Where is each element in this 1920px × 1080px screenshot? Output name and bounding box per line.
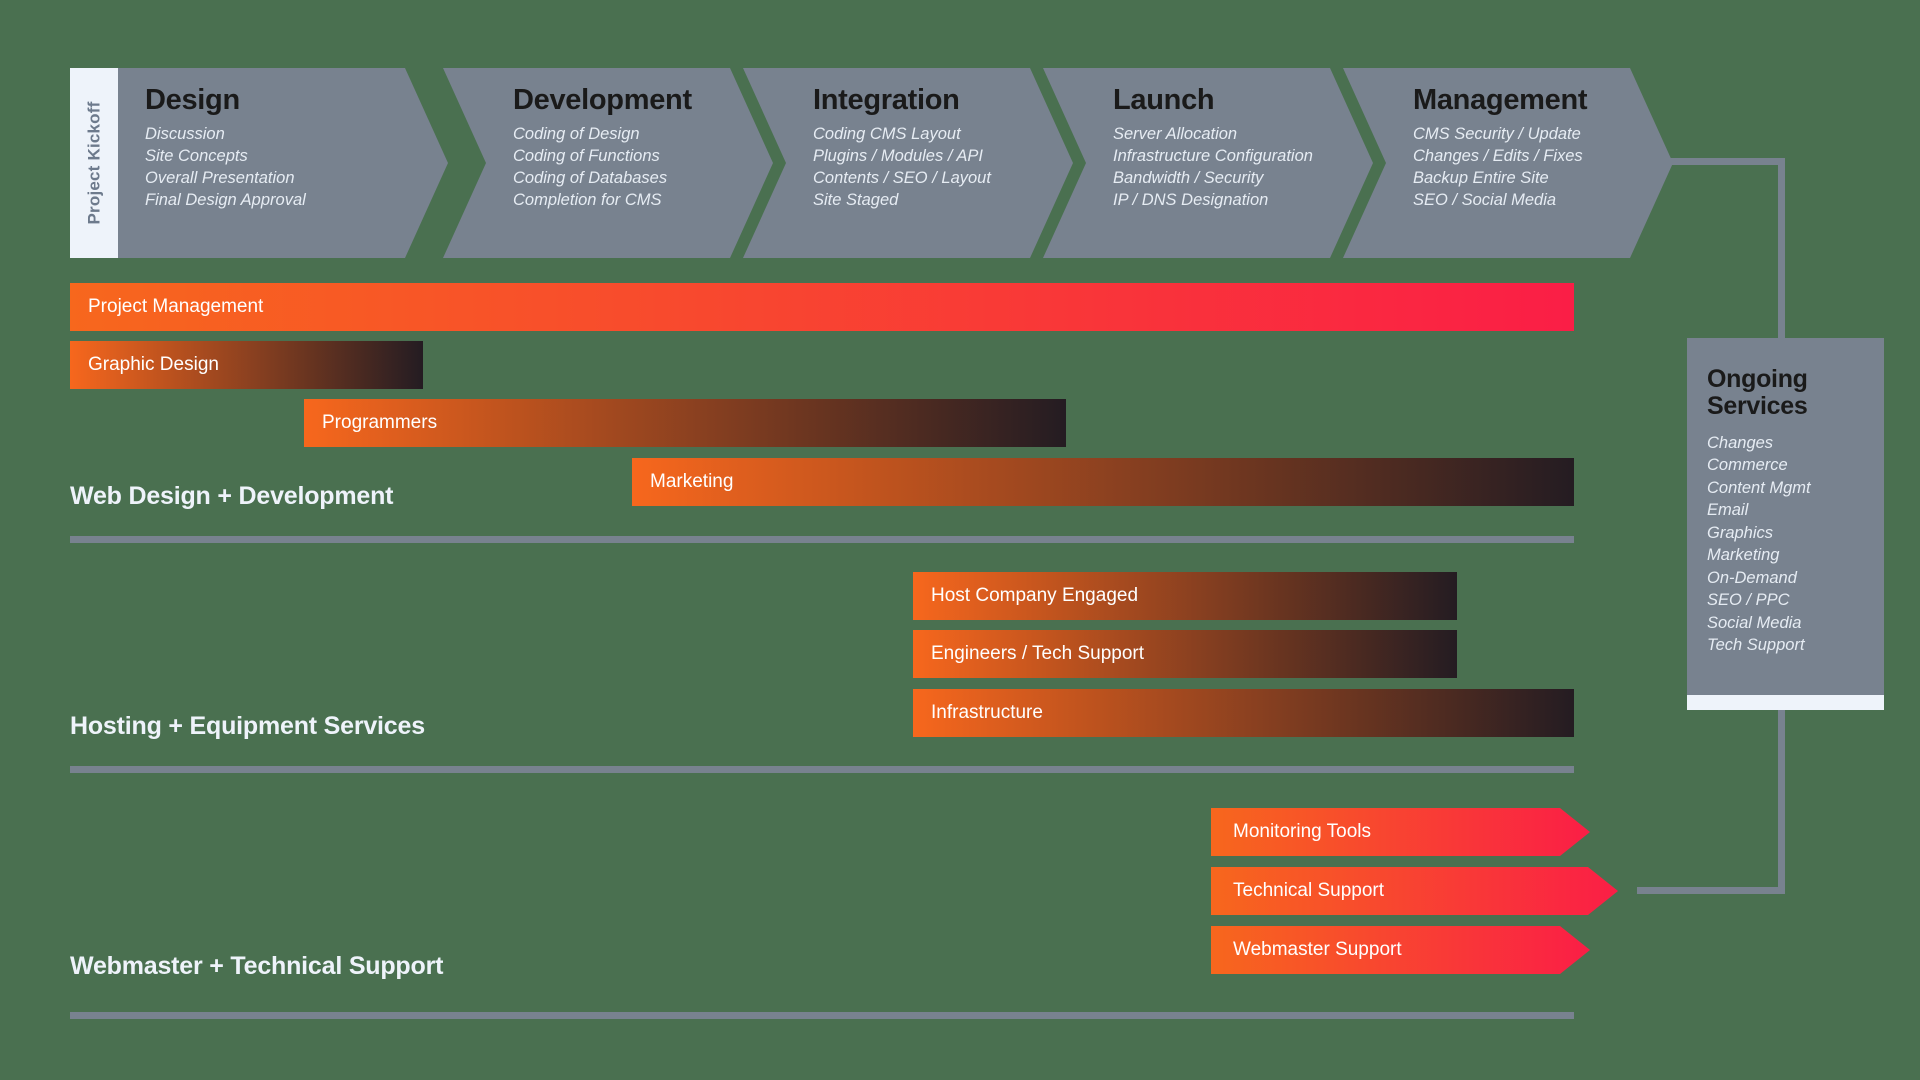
management-to-ongoing-segment [1637,158,1785,165]
phase-item: Coding of Databases [513,168,668,187]
phase-item: Site Staged [813,190,899,209]
ongoing-service-item: Email [1707,501,1749,520]
timeline-bar-label: Technical Support [1233,880,1385,901]
section-label-hosting-equipment-services: Hosting + Equipment Services [70,712,425,740]
phase-item: Completion for CMS [513,190,662,209]
phase-chevron-design[interactable]: Design Discussion Site Concepts Overall … [118,68,448,258]
section-divider [70,536,1574,543]
phase-chevron-development[interactable]: Development Coding of Design Coding of F… [443,68,773,258]
timeline-bar-technical-support[interactable]: Technical Support [1211,867,1618,915]
ongoing-to-technical-support-segment [1637,887,1785,894]
timeline-bar-monitoring-tools[interactable]: Monitoring Tools [1211,808,1590,856]
timeline-bar-label: Infrastructure [931,702,1043,723]
phase-item: Coding of Design [513,125,640,143]
phase-title: Design [145,84,240,116]
phase-item: Plugins / Modules / API [813,146,983,165]
phase-title: Management [1413,84,1588,116]
ongoing-service-item: Tech Support [1707,635,1805,654]
phase-chevron-management[interactable]: Management CMS Security / Update Changes… [1343,68,1673,258]
timeline-bar-label: Monitoring Tools [1233,821,1372,842]
section-label-webmaster-technical-support: Webmaster + Technical Support [70,952,444,980]
phase-item: Final Design Approval [145,190,306,209]
section-divider [70,766,1574,773]
timeline-bar-infrastructure[interactable]: Infrastructure [913,689,1574,737]
phase-item-list: Coding CMS Layout Plugins / Modules / AP… [813,124,1073,212]
phase-chevron-integration[interactable]: Integration Coding CMS Layout Plugins / … [743,68,1073,258]
timeline-bar-label: Graphic Design [88,354,219,375]
ongoing-service-item: Social Media [1707,613,1802,632]
ongoing-service-item: SEO / PPC [1707,591,1790,610]
timeline-bar-label: Marketing [650,471,734,492]
phase-item: Coding of Functions [513,146,660,165]
timeline-bar-label: Host Company Engaged [931,585,1139,606]
phase-item: Bandwidth / Security [1113,168,1264,187]
phase-item: CMS Security / Update [1413,125,1581,143]
timeline-bar-host-company-engaged[interactable]: Host Company Engaged [913,572,1457,620]
phase-chevron-launch[interactable]: Launch Server Allocation Infrastructure … [1043,68,1373,258]
management-to-ongoing-segment [1778,158,1785,345]
phase-item: Changes / Edits / Fixes [1413,146,1583,165]
ongoing-service-item: Graphics [1707,523,1774,542]
ongoing-services-footer-strip [1687,695,1884,710]
phase-item: Infrastructure Configuration [1113,146,1313,165]
phase-item: Coding CMS Layout [813,125,961,143]
timeline-bar-marketing[interactable]: Marketing [632,458,1574,506]
timeline-bar-engineers-tech-support[interactable]: Engineers / Tech Support [913,630,1457,678]
phase-item: Backup Entire Site [1413,168,1549,187]
ongoing-title-line1: Ongoing [1707,365,1808,393]
ongoing-services-title: Ongoing Services [1707,366,1884,419]
phase-item: Contents / SEO / Layout [813,168,991,187]
project-kickoff-panel: Project Kickoff [70,68,118,258]
ongoing-service-item: Marketing [1707,546,1780,565]
phase-item: Site Concepts [145,146,248,165]
phase-title: Development [513,84,692,116]
timeline-bar-label: Engineers / Tech Support [931,643,1145,664]
phase-item-list: CMS Security / Update Changes / Edits / … [1413,124,1673,212]
timeline-bar-label: Programmers [322,412,438,433]
timeline-bar-programmers[interactable]: Programmers [304,399,1066,447]
timeline-bar-graphic-design[interactable]: Graphic Design [70,341,423,389]
phase-item: Discussion [145,125,225,143]
timeline-bar-project-management[interactable]: Project Management [70,283,1574,331]
phase-item-list: Server Allocation Infrastructure Configu… [1113,124,1373,212]
timeline-bar-webmaster-support[interactable]: Webmaster Support [1211,926,1590,974]
section-label-web-design-development: Web Design + Development [70,482,394,510]
ongoing-service-item: On-Demand [1707,568,1797,587]
phase-item: IP / DNS Designation [1113,190,1269,209]
phase-item: Overall Presentation [145,168,295,187]
ongoing-title-line2: Services [1707,391,1808,420]
ongoing-service-item: Changes [1707,434,1774,452]
project-kickoff-label: Project Kickoff [84,101,104,225]
timeline-bar-label: Project Management [88,296,264,317]
timeline-bar-label: Webmaster Support [1233,939,1402,960]
phase-title: Launch [1113,84,1215,116]
phase-item: Server Allocation [1113,125,1238,143]
ongoing-service-item: Content Mgmt [1707,478,1811,497]
phase-item-list: Discussion Site Concepts Overall Present… [145,124,448,212]
phase-item-list: Coding of Design Coding of Functions Cod… [513,124,773,212]
ongoing-service-item: Commerce [1707,456,1788,475]
phase-item: SEO / Social Media [1413,190,1557,209]
ongoing-to-technical-support-segment [1778,710,1785,894]
phase-title: Integration [813,84,960,116]
section-divider [70,1012,1574,1019]
